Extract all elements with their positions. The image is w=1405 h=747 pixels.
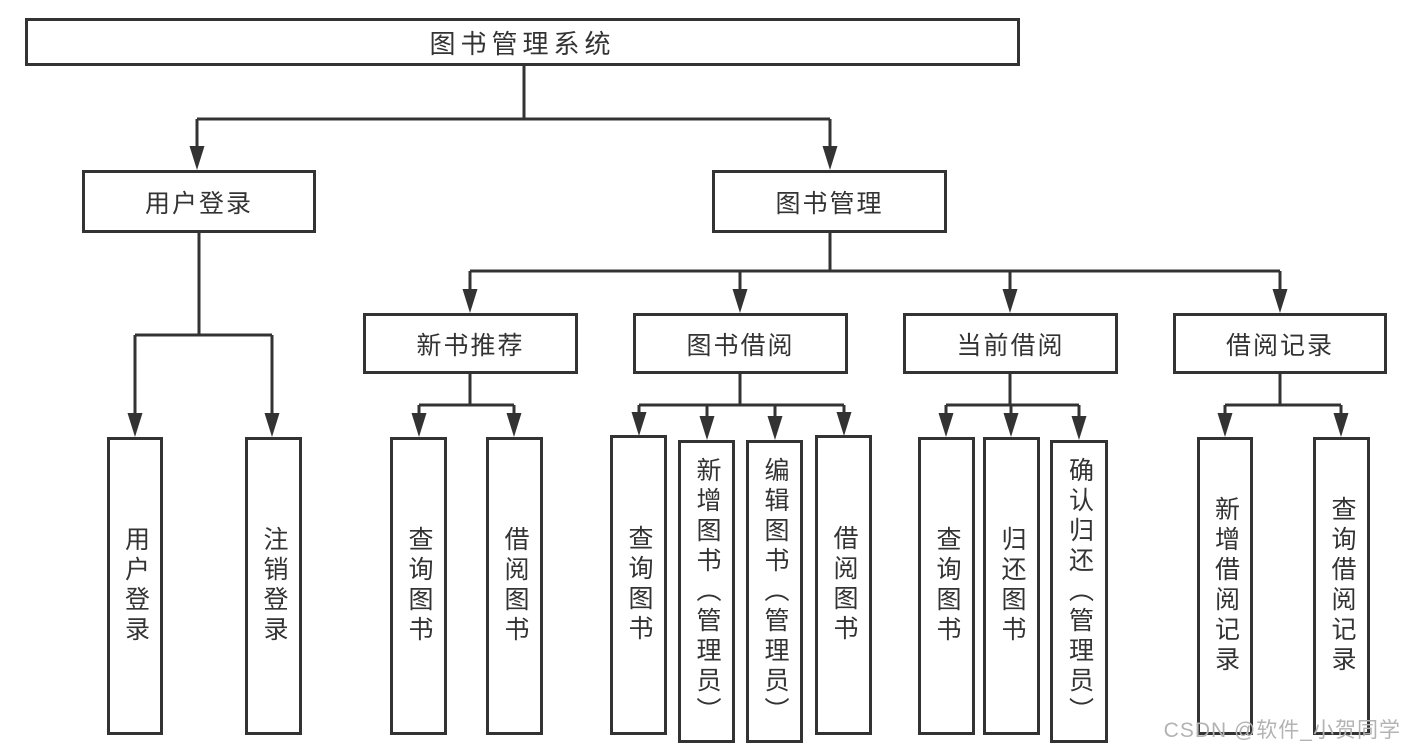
leaf-query-books-3: 查询图书 bbox=[918, 437, 975, 735]
csdn-watermark: CSDN @软件_小贺同学 bbox=[1163, 719, 1401, 742]
arrowhead bbox=[767, 416, 783, 440]
arrowhead bbox=[506, 413, 522, 437]
arrowhead bbox=[1217, 413, 1233, 437]
leaf-label: 归还图书 bbox=[998, 526, 1026, 646]
leaf-label: 编辑图书（管理员） bbox=[761, 456, 789, 727]
arrowhead bbox=[732, 289, 748, 313]
leaf-label: 借阅图书 bbox=[830, 525, 858, 645]
connector-root-to-branches bbox=[189, 66, 838, 170]
leaf-logout: 注销登录 bbox=[245, 437, 302, 735]
node-book-borrow-label: 图书借阅 bbox=[686, 331, 795, 360]
leaf-query-borrow-record: 查询借阅记录 bbox=[1313, 437, 1370, 735]
leaf-return-books: 归还图书 bbox=[983, 437, 1040, 735]
node-root: 图书管理系统 bbox=[25, 18, 1020, 66]
arrowhead bbox=[836, 412, 852, 436]
arrowhead bbox=[1071, 416, 1087, 440]
arrowhead bbox=[264, 413, 280, 437]
leaf-label: 新增借阅记录 bbox=[1211, 496, 1240, 676]
arrowhead bbox=[1003, 413, 1019, 437]
arrowhead bbox=[631, 412, 647, 436]
arrowhead bbox=[1333, 413, 1349, 437]
arrowhead bbox=[462, 289, 478, 313]
leaf-borrow-books-1: 借阅图书 bbox=[486, 437, 543, 735]
leaf-label: 查询图书 bbox=[405, 526, 433, 646]
leaf-label: 查询图书 bbox=[933, 526, 961, 646]
arrowhead bbox=[822, 146, 838, 170]
leaf-borrow-books-2: 借阅图书 bbox=[815, 435, 872, 735]
leaf-add-books-admin: 新增图书（管理员） bbox=[678, 440, 735, 743]
leaf-label: 借阅图书 bbox=[501, 526, 529, 646]
arrowhead bbox=[127, 413, 143, 437]
node-current-borrow: 当前借阅 bbox=[903, 313, 1118, 374]
leaf-label: 查询借阅记录 bbox=[1328, 496, 1356, 676]
leaf-add-borrow-record: 新增借阅记录 bbox=[1197, 437, 1253, 735]
node-book-borrow: 图书借阅 bbox=[633, 313, 848, 374]
leaf-label: 用户登录 bbox=[121, 526, 150, 646]
arrowhead bbox=[411, 413, 427, 437]
connector-book-borrow-leaves bbox=[631, 374, 852, 440]
node-borrow-records: 借阅记录 bbox=[1173, 313, 1387, 374]
connector-new-books-leaves bbox=[411, 374, 522, 437]
leaf-label: 查询图书 bbox=[625, 525, 653, 645]
arrowhead bbox=[189, 146, 205, 170]
arrowhead bbox=[699, 416, 715, 440]
node-book-mgmt-label: 图书管理 bbox=[775, 189, 884, 218]
node-new-books: 新书推荐 bbox=[363, 313, 578, 374]
connector-borrow-records-leaves bbox=[1217, 374, 1349, 437]
leaf-label: 确认归还（管理员） bbox=[1065, 456, 1094, 727]
node-root-label: 图书管理系统 bbox=[429, 28, 616, 59]
node-borrow-records-label: 借阅记录 bbox=[1225, 331, 1334, 360]
connector-book-mgmt-groups bbox=[462, 233, 1288, 313]
leaf-edit-books-admin: 编辑图书（管理员） bbox=[746, 440, 803, 743]
leaf-label: 注销登录 bbox=[260, 526, 288, 646]
arrowhead bbox=[1002, 289, 1018, 313]
node-book-mgmt: 图书管理 bbox=[712, 170, 947, 233]
node-new-books-label: 新书推荐 bbox=[416, 331, 525, 360]
node-user-login-label: 用户登录 bbox=[144, 189, 253, 218]
leaf-query-books-1: 查询图书 bbox=[390, 437, 447, 735]
leaf-label: 新增图书（管理员） bbox=[693, 456, 721, 727]
arrowhead bbox=[1272, 289, 1288, 313]
arrowhead bbox=[938, 413, 954, 437]
connector-current-borrow-leaves bbox=[938, 374, 1087, 440]
leaf-user-login: 用户登录 bbox=[107, 437, 163, 735]
leaf-query-books-2: 查询图书 bbox=[610, 435, 667, 735]
connector-user-login-leaves bbox=[127, 233, 280, 437]
node-user-login: 用户登录 bbox=[82, 170, 316, 233]
leaf-confirm-return-admin: 确认归还（管理员） bbox=[1050, 440, 1108, 743]
node-current-borrow-label: 当前借阅 bbox=[956, 331, 1065, 360]
